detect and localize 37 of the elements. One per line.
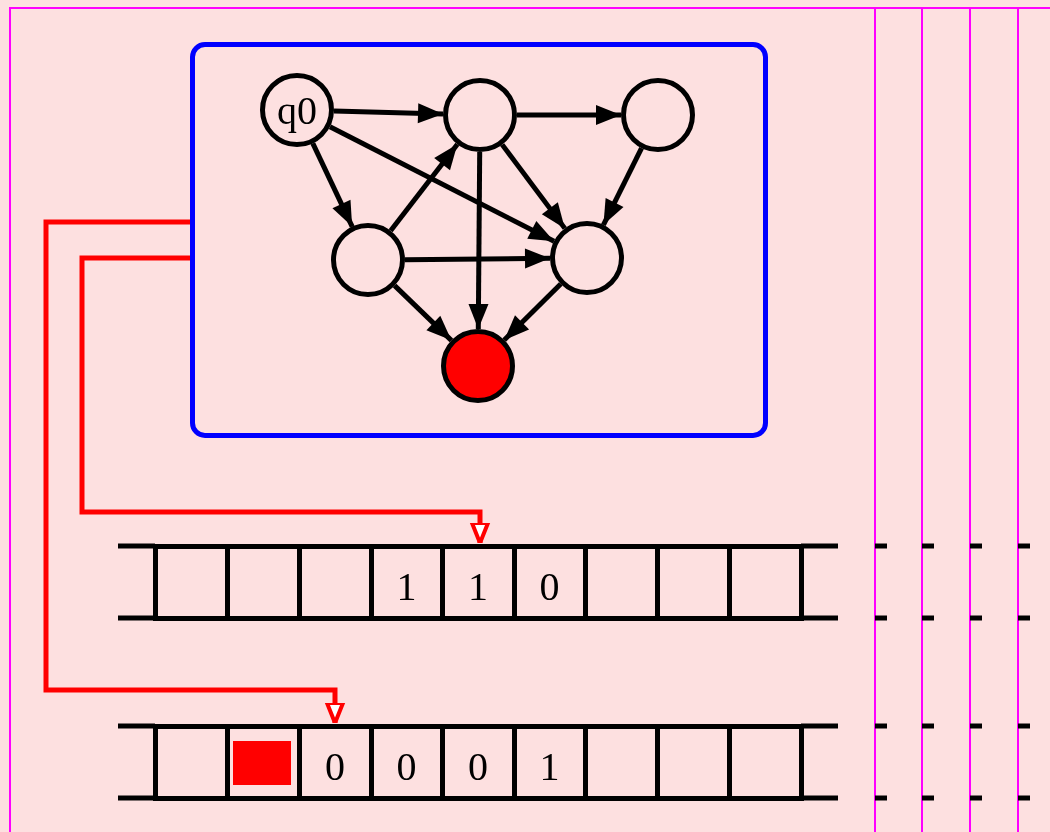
tape-cell [582,543,655,621]
arrow [392,283,454,343]
tape-cell [152,723,225,801]
arrow [502,282,563,342]
tape-cell [296,543,369,621]
arrow [310,142,355,228]
arrow [601,147,644,226]
arrow [405,248,550,269]
arrow [328,124,556,244]
tape-cell: 1 [511,723,583,801]
arrow [517,105,621,125]
arrow [468,151,489,330]
tape-cell [726,723,804,801]
arrow [333,103,444,124]
machine-box [190,42,768,438]
tape-cell [654,723,727,801]
tape-cell [726,543,804,621]
tape-cell: 0 [511,543,583,621]
state-circle [331,223,405,297]
tape-cell [224,543,297,621]
tape-cell: 1 [368,543,440,621]
state-circle [550,221,624,295]
state-circle: q0 [260,73,334,147]
arrow [388,142,460,233]
state-circle [441,329,515,403]
tape-cell: 1 [439,543,512,621]
tape-cell [582,723,655,801]
tape-cell: 0 [296,723,369,801]
tape-cell [152,543,225,621]
state-circle [443,78,517,152]
tape-cell [654,543,727,621]
arrow [79,255,490,545]
tape-cell: 0 [439,723,512,801]
state-circle [621,78,695,152]
arrow [500,143,567,230]
arrow [43,219,345,725]
tape-cell: 0 [368,723,440,801]
